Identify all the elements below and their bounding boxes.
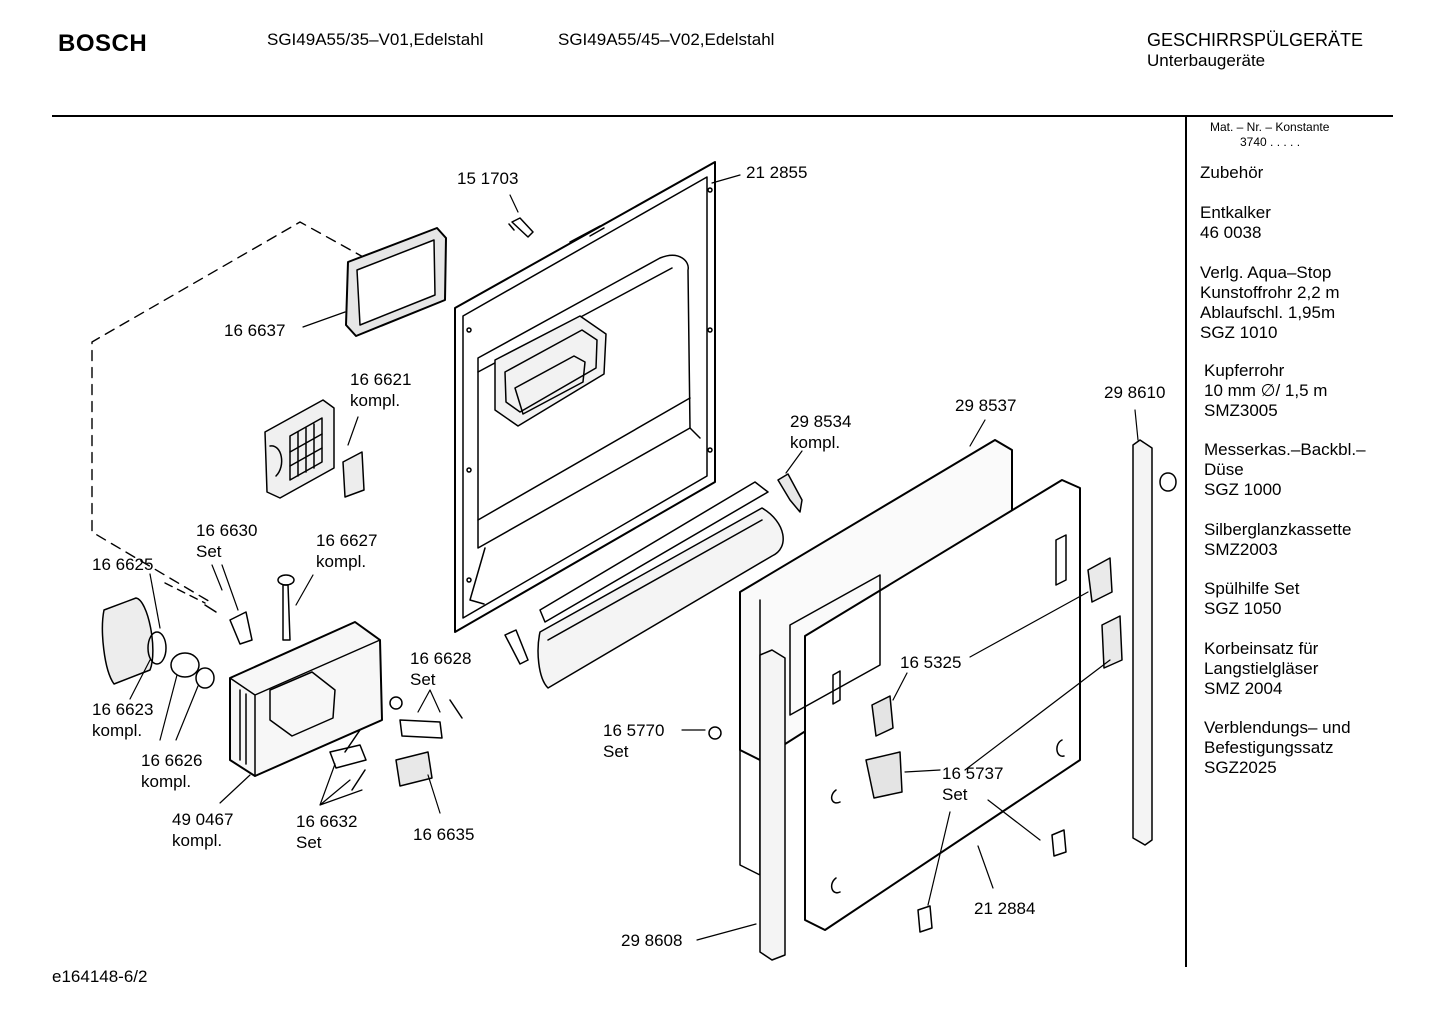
accessory-item: Messerkas.–Backbl.– Düse SGZ 1000 (1204, 440, 1366, 499)
inner-door-panel (454, 161, 716, 633)
leader-lines (129, 174, 1139, 941)
catch (329, 744, 367, 769)
spring (204, 604, 217, 613)
bracket (1087, 557, 1113, 603)
accessory-item: Korbeinsatz für Langstielgläser SMZ 2004 (1204, 639, 1319, 698)
sidebar-divider (1185, 117, 1187, 967)
part-qualifier-label: kompl. (790, 433, 840, 452)
side-rail (1132, 439, 1153, 846)
part-qualifier-label: kompl. (350, 391, 400, 410)
clip (504, 629, 529, 665)
screw (508, 217, 534, 238)
part-number-label: 16 6628 (410, 649, 471, 668)
lever (229, 611, 253, 645)
material-number-label: Mat. – Nr. – Konstante (1210, 120, 1330, 134)
accessory-item: Zubehör (1200, 163, 1264, 182)
bushing (170, 652, 200, 678)
hinge-bracket (777, 473, 803, 513)
part-number-label: 21 2855 (746, 163, 807, 182)
part-number-label: 29 8610 (1104, 383, 1165, 402)
part-qualifier-label: kompl. (316, 552, 366, 571)
part-number-label: 16 6626 (141, 751, 202, 770)
part-qualifier-label: Set (196, 542, 222, 561)
latch-block (871, 695, 894, 737)
part-qualifier-label: Set (603, 742, 629, 761)
part-number-label: 16 6637 (224, 321, 285, 340)
accessory-item: Silberglanzkassette SMZ2003 (1204, 520, 1352, 559)
part-qualifier-label: Set (410, 670, 436, 689)
side-rail (759, 649, 786, 961)
model-variant-1: SGI49A55/35–V01,Edelstahl (267, 30, 484, 49)
ball (389, 696, 403, 710)
accessory-item: Entkalker 46 0038 (1200, 203, 1271, 242)
gasket-frame (345, 227, 447, 337)
part-number-label: 29 8534 (790, 412, 851, 431)
brand-logo: BOSCH (58, 30, 148, 57)
catch (399, 719, 443, 739)
category-title: GESCHIRRSPÜLGERÄTE (1147, 30, 1364, 50)
part-number-label: 16 6630 (196, 521, 257, 540)
seal-ring (147, 631, 167, 665)
part-labels: 15 1703 21 2855 16 6637 16 6621 kompl. 29 853… (92, 163, 1165, 950)
part-number-label: 16 6625 (92, 555, 153, 574)
dispenser-unit (229, 621, 383, 777)
part-qualifier-label: Set (296, 833, 322, 852)
drawing-id: e164148-6/2 (52, 967, 148, 986)
part-number-label: 16 6635 (413, 825, 474, 844)
subcategory-title: Unterbaugeräte (1147, 51, 1266, 70)
accessory-item: Verlg. Aqua–Stop Kunstoffrohr 2,2 m Abla… (1200, 263, 1340, 342)
part-number-label: 15 1703 (457, 169, 518, 188)
seal-ring (195, 667, 215, 689)
accessory-item: Spülhilfe Set SGZ 1050 (1204, 579, 1300, 618)
material-number-value: 3740 . . . . . (1240, 135, 1301, 149)
mounting-plate (789, 479, 1081, 931)
lid (101, 597, 154, 685)
part-number-label: 16 5737 (942, 764, 1003, 783)
bracket (1101, 615, 1123, 669)
part-number-label: 29 8537 (955, 396, 1016, 415)
latch-block (865, 751, 903, 799)
part-number-label: 49 0467 (172, 810, 233, 829)
part-number-label: 16 6632 (296, 812, 357, 831)
part-qualifier-label: kompl. (92, 721, 142, 740)
assembly-dashed-line (91, 221, 366, 604)
foot-bracket (1051, 829, 1067, 857)
part-number-label: 16 6623 (92, 700, 153, 719)
part-qualifier-label: Set (942, 785, 968, 804)
part-number-label: 16 6621 (350, 370, 411, 389)
grommet (1159, 472, 1177, 492)
plug (708, 726, 722, 740)
part-number-label: 16 5325 (900, 653, 961, 672)
model-variant-2: SGI49A55/45–V02,Edelstahl (558, 30, 775, 49)
accessory-item: Verblendungs– und Befestigungssatz SGZ20… (1204, 718, 1351, 777)
dispenser-cover (264, 399, 365, 499)
gasket-ring (277, 574, 295, 586)
foot-bracket (917, 905, 933, 933)
accessory-item: Kupferrohr 10 mm ∅/ 1,5 m SMZ3005 (1204, 361, 1328, 420)
part-number-label: 21 2884 (974, 899, 1035, 918)
part-number-label: 29 8608 (621, 931, 682, 950)
assembly-dashed-line (164, 582, 206, 604)
actuator (395, 751, 433, 787)
trim-strip (537, 481, 784, 689)
part-number-label: 16 6627 (316, 531, 377, 550)
header-divider (52, 115, 1393, 117)
plunger (282, 584, 291, 641)
part-qualifier-label: kompl. (172, 831, 222, 850)
part-number-label: 16 5770 (603, 721, 664, 740)
part-qualifier-label: kompl. (141, 772, 191, 791)
